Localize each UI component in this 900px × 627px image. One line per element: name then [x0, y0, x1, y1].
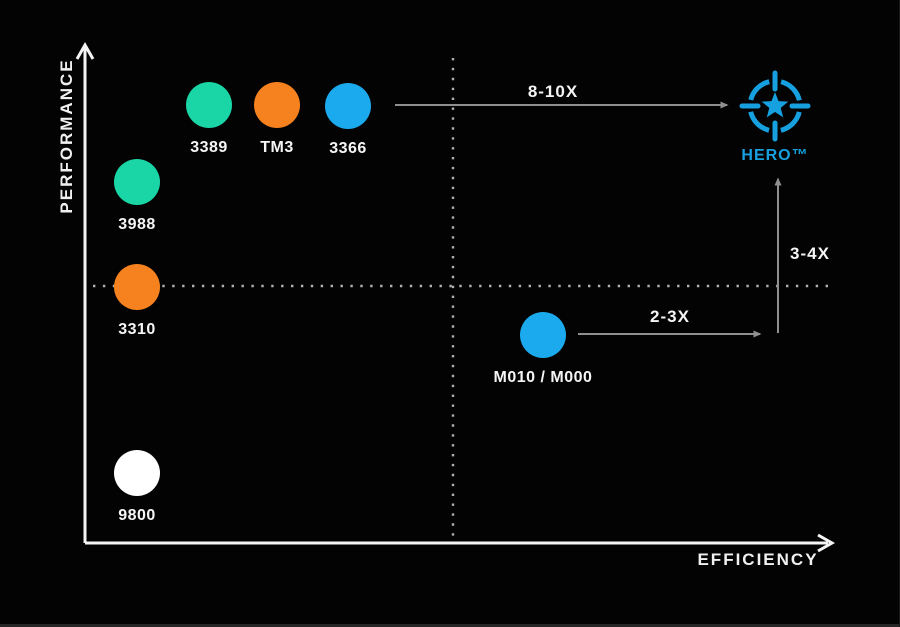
reference-lines	[93, 58, 833, 536]
crosshair-star-target-icon	[739, 70, 811, 142]
data-point-3389: 3389	[186, 82, 232, 156]
improvement-arrow: 8-10X	[395, 82, 729, 109]
improvement-factor-label: 8-10X	[528, 82, 578, 101]
hero-label: HERO™	[741, 147, 808, 164]
sensor-label: 9800	[118, 507, 156, 524]
sensor-label: 3366	[329, 140, 367, 157]
axes: PERFORMANCE EFFICIENCY	[57, 41, 836, 569]
sensor-dot	[114, 159, 160, 205]
sensor-label: 3310	[118, 321, 156, 338]
sensor-dot	[114, 264, 160, 310]
improvement-factor-label: 3-4X	[790, 244, 830, 263]
sensor-label: 3389	[190, 139, 228, 156]
data-point-tm3: TM3	[254, 82, 300, 156]
sensor-label: 3988	[118, 216, 156, 233]
sensor-dot	[186, 82, 232, 128]
improvement-arrow: 2-3X	[578, 307, 762, 338]
improvement-arrows: 8-10X 2-3X 3-4X	[395, 82, 830, 338]
sensor-dot	[114, 450, 160, 496]
x-axis-label: EFFICIENCY	[697, 550, 818, 569]
star-icon	[761, 92, 789, 118]
hero-marker: HERO™	[739, 70, 811, 164]
data-point-3988: 3988	[114, 159, 160, 233]
y-axis-arrowhead-icon	[75, 41, 95, 60]
sensor-label: M010 / M000	[494, 369, 593, 386]
sensor-dot	[254, 82, 300, 128]
y-axis-label: PERFORMANCE	[57, 58, 76, 213]
improvement-arrow: 3-4X	[774, 177, 830, 333]
data-point-9800: 9800	[114, 450, 160, 524]
data-points: 3389 TM3 3366 3988 3310 9800 M010 / M000	[114, 82, 592, 524]
data-point-m010-m000: M010 / M000	[494, 312, 593, 386]
data-point-3366: 3366	[325, 83, 371, 157]
sensor-label: TM3	[260, 139, 294, 156]
data-point-3310: 3310	[114, 264, 160, 338]
x-axis-arrowhead-icon	[817, 533, 836, 553]
improvement-factor-label: 2-3X	[650, 307, 690, 326]
sensor-dot	[520, 312, 566, 358]
sensor-dot	[325, 83, 371, 129]
